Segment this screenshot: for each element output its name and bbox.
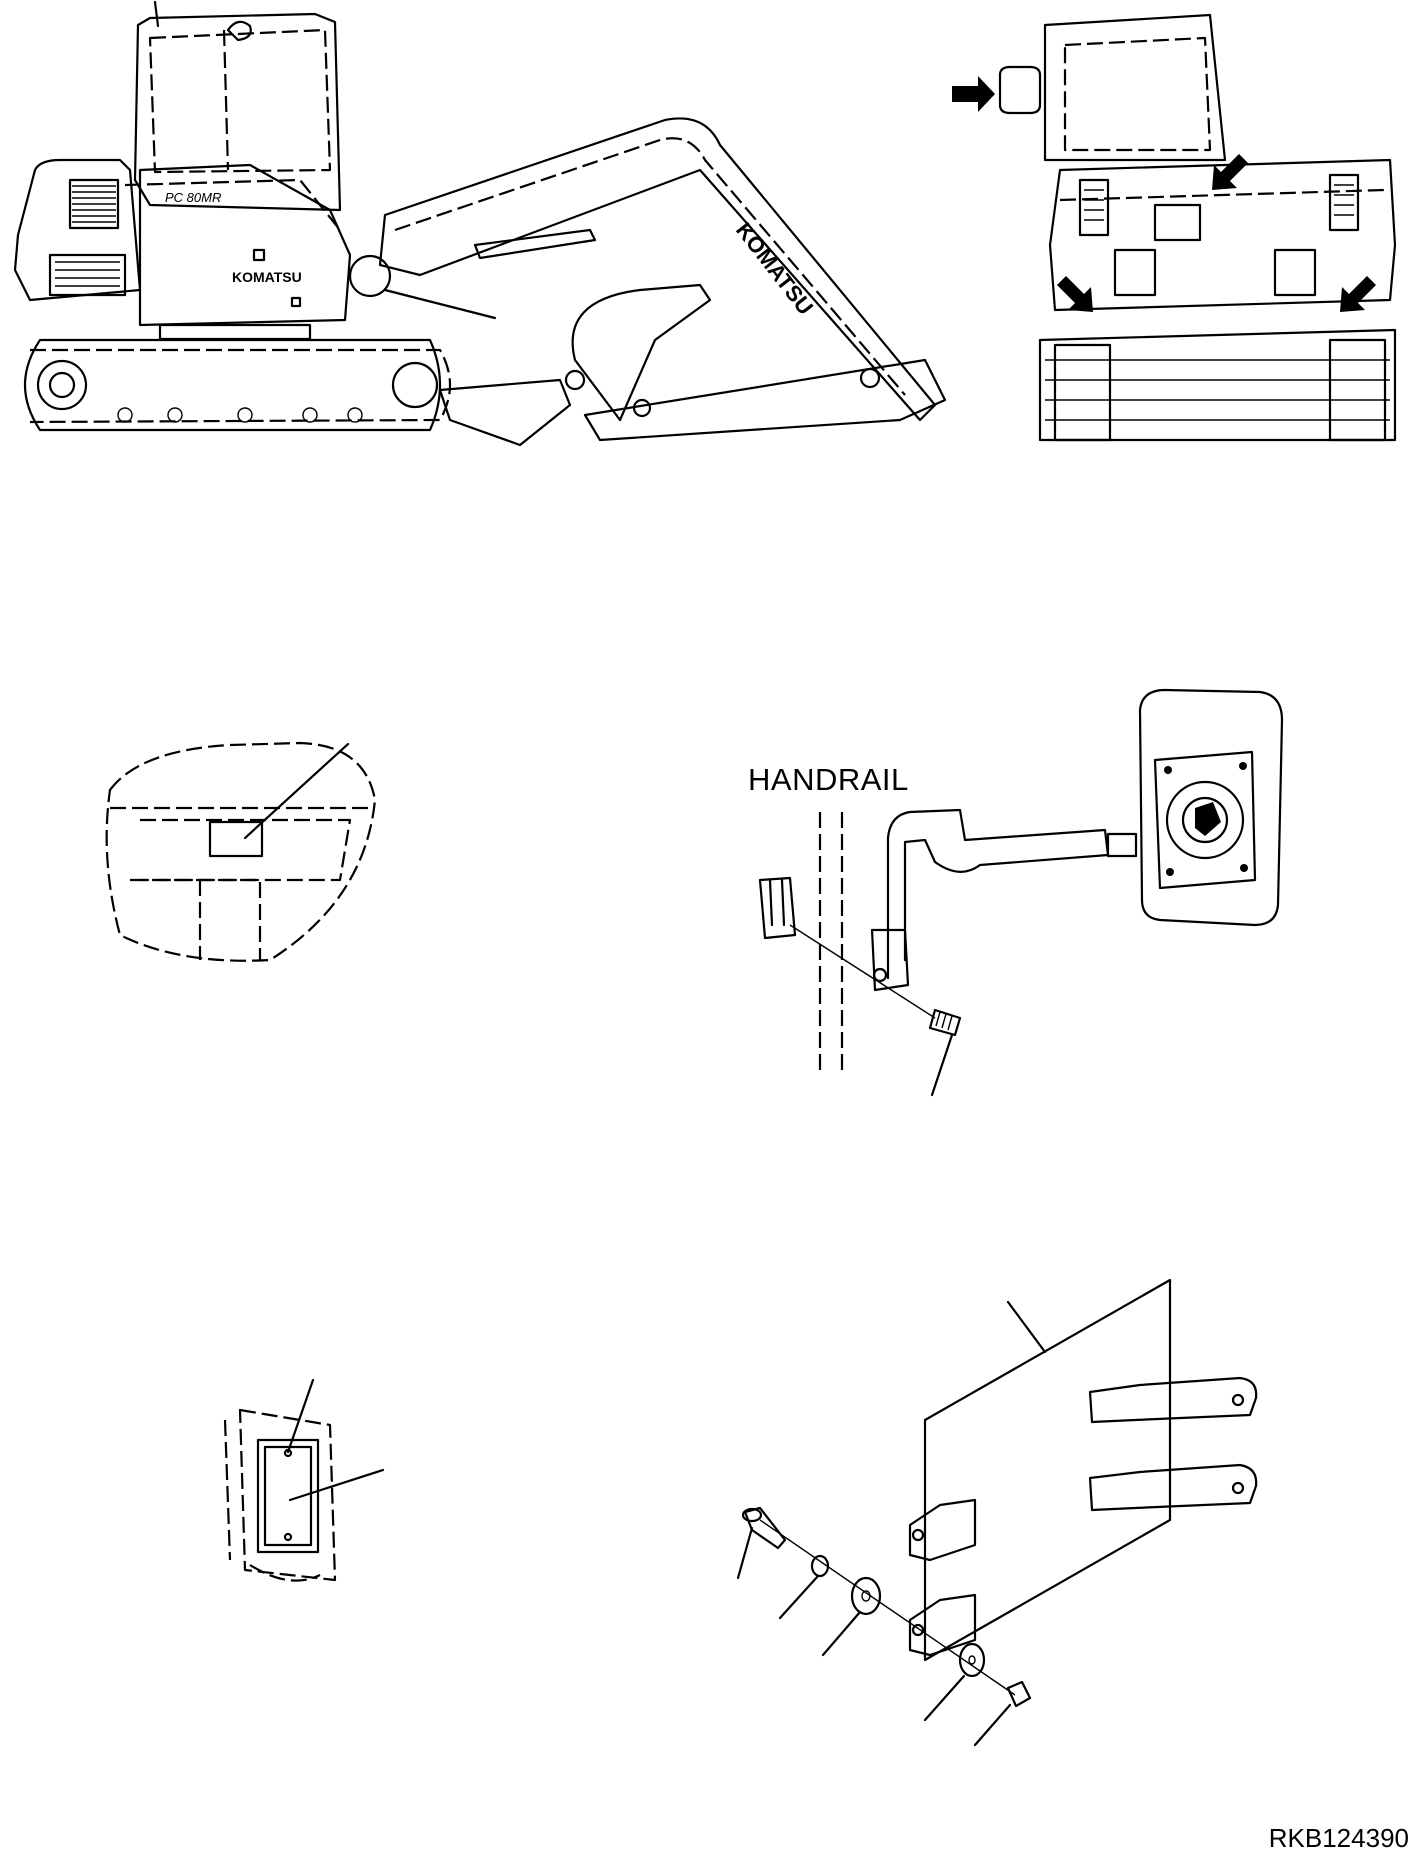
cab-outline (133, 0, 342, 212)
side-brand-marking: KOMATSU (232, 269, 302, 285)
bracket-bolt (743, 1506, 787, 1550)
excavator-rear-view (952, 13, 1397, 442)
crawler-track (24, 323, 451, 432)
boom-brand-marking: KOMATSU (731, 218, 818, 320)
arm-and-bucket (564, 283, 947, 442)
drawing-number: RKB124390 (1268, 1823, 1409, 1853)
detail-plate-bracket (736, 1278, 1258, 1747)
plate-bracket-leader-line (1006, 1300, 1047, 1354)
arrow-plate-icon (1212, 154, 1248, 190)
bracket-spacer (850, 1576, 882, 1616)
screw-leader-line (286, 1378, 315, 1454)
detail-plate-boom (105, 741, 377, 962)
engine-body: KOMATSU PC 80MR (13, 158, 352, 327)
excavator-side-view: KOMATSU PC 80MR KOMATSU (13, 0, 947, 447)
bracket-flat-washer (958, 1642, 986, 1678)
rear-mirror (998, 65, 1042, 115)
arrow-right-lamp-icon (1340, 276, 1376, 312)
model-marking: PC 80MR (165, 190, 221, 205)
handrail-label: HANDRAIL (748, 762, 909, 797)
arrow-mirror-icon (952, 76, 995, 112)
bolt-leader-line (930, 1033, 954, 1097)
boom: KOMATSU (378, 117, 937, 422)
reflector-leader-line (288, 1468, 385, 1502)
mirror-bolt (928, 1008, 962, 1037)
identification-plate (208, 820, 264, 858)
dozer-blade (438, 378, 572, 447)
mirror-housing (1138, 688, 1284, 927)
rear-reflector (256, 1438, 320, 1554)
bracket-nut (1006, 1680, 1032, 1708)
detail-mirror-handrail (758, 688, 1284, 1097)
detail-callout-circle (348, 254, 392, 298)
bracket-washer (810, 1554, 830, 1578)
detail-rear-lamp (223, 1378, 385, 1582)
mounting-plate (923, 1278, 1172, 1662)
plate-leader-line (243, 742, 350, 840)
arrow-left-lamp-icon (1057, 276, 1093, 312)
detail-leader-line (383, 288, 497, 320)
